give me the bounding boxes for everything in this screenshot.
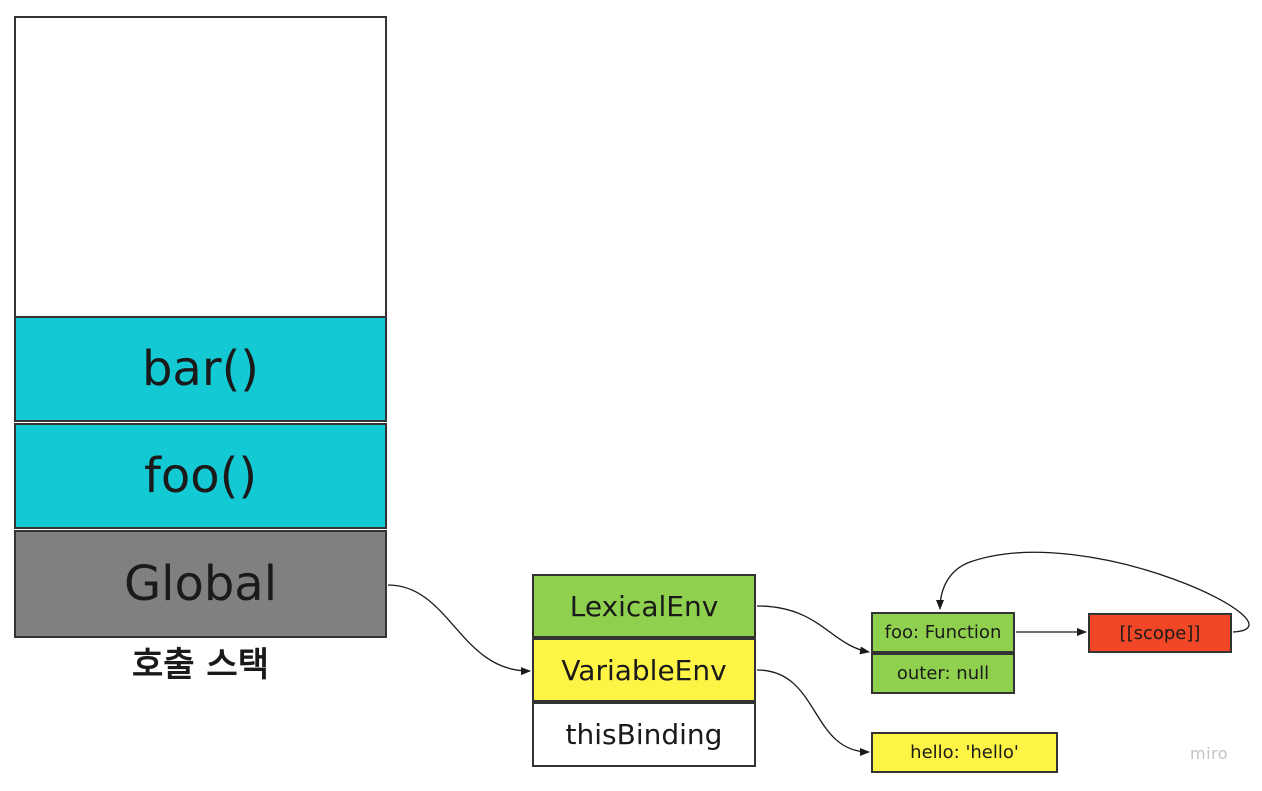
lexical-record-outer[interactable]: outer: null — [871, 653, 1015, 694]
stack-frame-foo[interactable]: foo() — [14, 423, 387, 529]
miro-watermark: miro — [1190, 744, 1229, 763]
stack-frame-global[interactable]: Global — [14, 530, 387, 638]
connector-global-to-variable-env — [387, 584, 531, 676]
scope-slot[interactable]: [[scope]] — [1088, 613, 1232, 653]
connector-variable-env-to-record — [756, 669, 870, 756]
stack-frame-bar[interactable]: bar() — [14, 316, 387, 422]
this-binding-slot[interactable]: thisBinding — [532, 702, 756, 767]
call-stack-label: 호출 스택 — [132, 645, 269, 685]
lexical-record-foo[interactable]: foo: Function — [871, 612, 1015, 653]
connector-scope-loop-back — [936, 551, 1250, 633]
call-stack-empty-area — [14, 16, 387, 318]
connector-lexical-env-to-record — [756, 605, 870, 655]
variable-env-slot[interactable]: VariableEnv — [532, 638, 756, 702]
variable-record-hello[interactable]: hello: 'hello' — [871, 732, 1058, 773]
lexical-env-slot[interactable]: LexicalEnv — [532, 574, 756, 638]
